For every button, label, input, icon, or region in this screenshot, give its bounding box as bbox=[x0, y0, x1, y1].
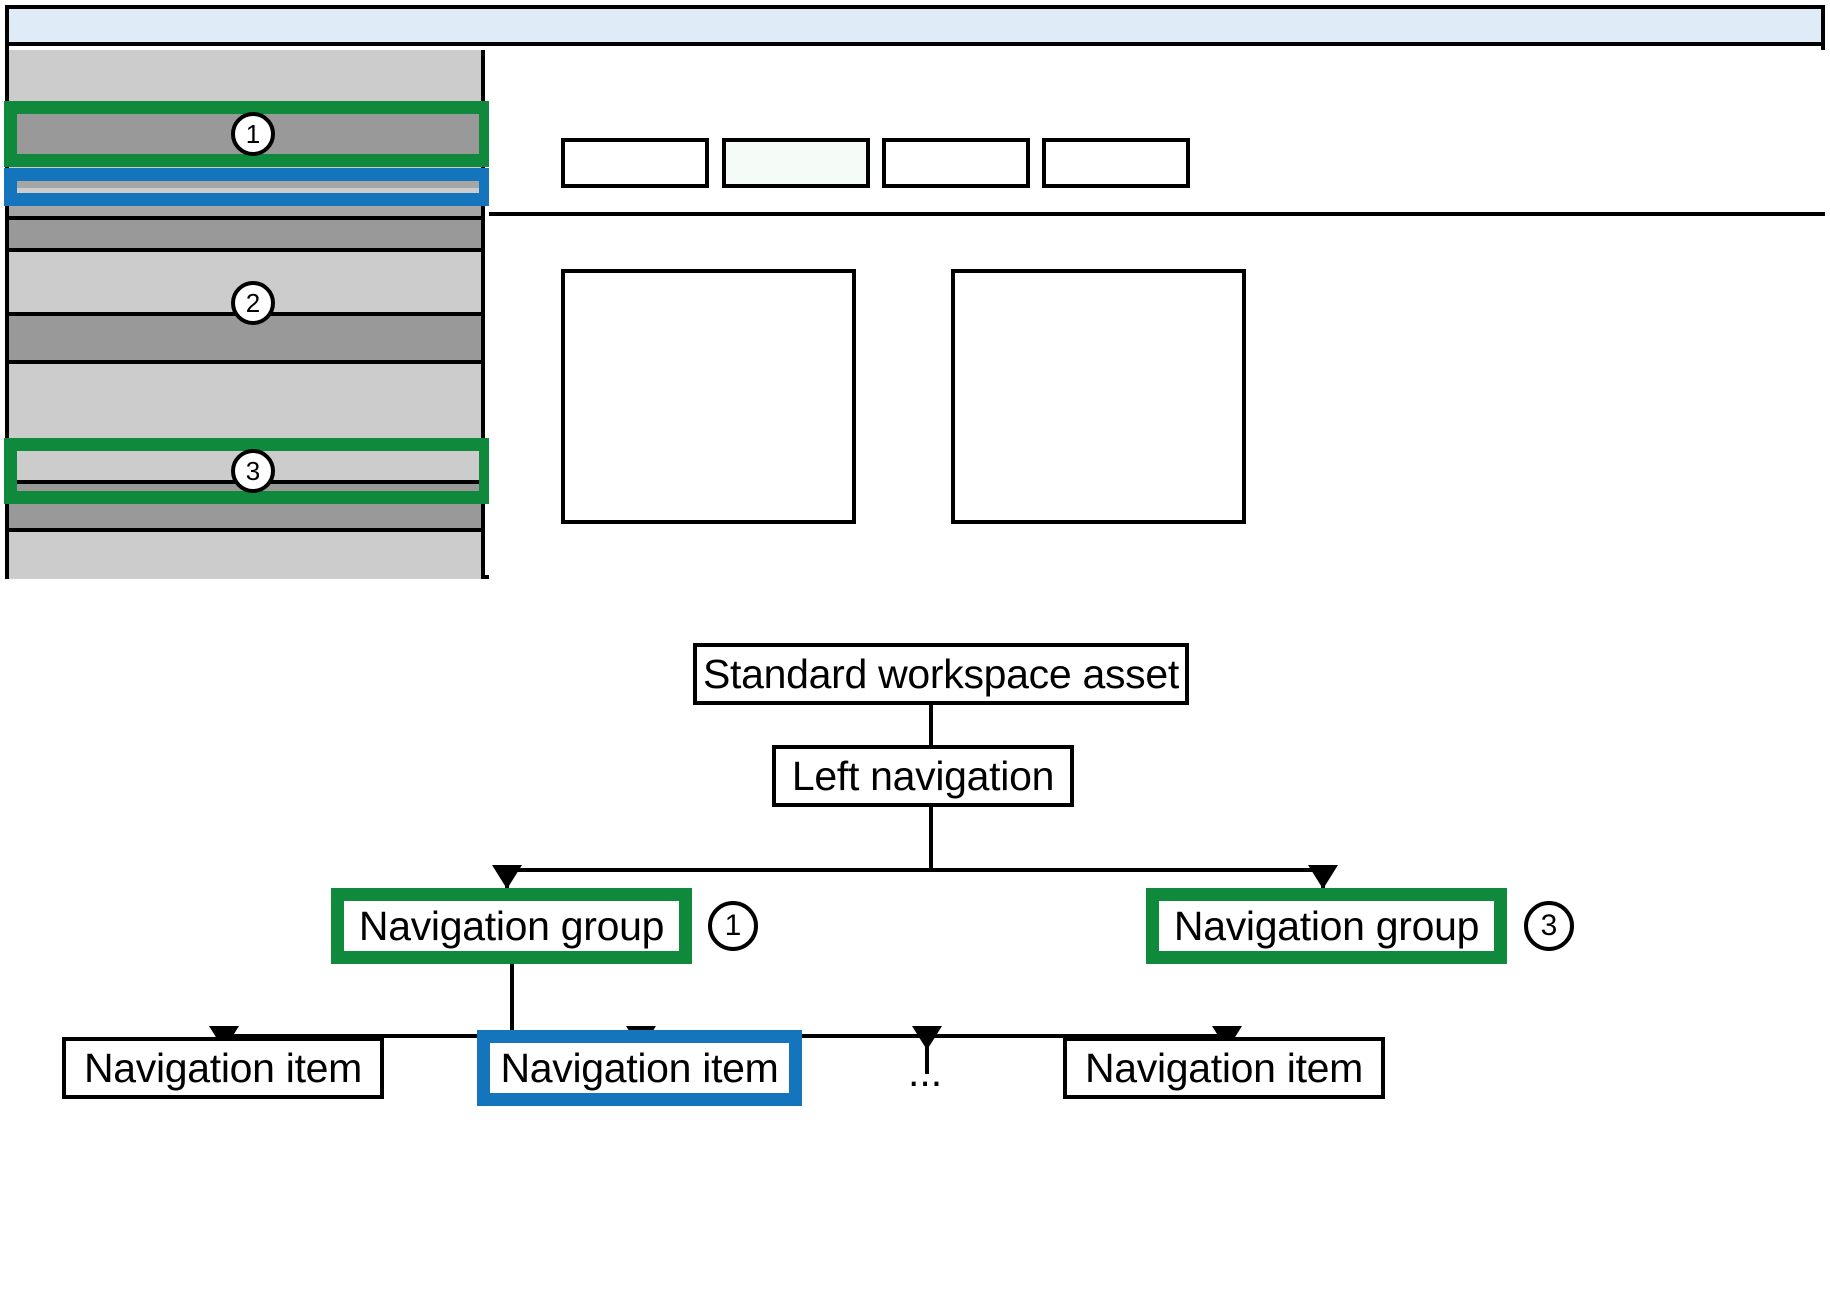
tree-node-navigation-item-3: Navigation item bbox=[1063, 1037, 1385, 1099]
tree-callout-marker-1: 1 bbox=[708, 901, 758, 951]
callout-marker-3: 3 bbox=[231, 449, 275, 493]
sidebar-nav-group-2-top[interactable] bbox=[9, 216, 481, 252]
workspace-wireframe: 1 2 3 bbox=[4, 5, 1825, 579]
highlight-nav-group-3 bbox=[4, 438, 492, 504]
tree-node-navigation-group-1: Navigation group bbox=[331, 888, 692, 964]
toolbar-box-1[interactable] bbox=[561, 138, 709, 188]
connector-item-3-drop bbox=[925, 1034, 929, 1074]
connector-group-1-down bbox=[510, 964, 514, 1036]
tree-node-navigation-group-2: Navigation group bbox=[1146, 888, 1507, 964]
connector-left-nav-down bbox=[929, 807, 933, 870]
highlight-nav-group-1 bbox=[4, 101, 492, 167]
tree-node-root: Standard workspace asset bbox=[693, 643, 1189, 705]
tree-callout-marker-3: 3 bbox=[1524, 901, 1574, 951]
title-bar bbox=[9, 9, 1821, 46]
arrow-to-group-2 bbox=[1308, 865, 1338, 889]
content-card-2[interactable] bbox=[951, 269, 1246, 524]
highlight-nav-item-selected bbox=[4, 168, 492, 206]
tree-node-ellipsis: ... bbox=[908, 1049, 943, 1095]
toolbar-box-3[interactable] bbox=[882, 138, 1030, 188]
tree-node-left-navigation: Left navigation bbox=[772, 745, 1074, 807]
content-card-1[interactable] bbox=[561, 269, 856, 524]
content-toolbar bbox=[489, 50, 1825, 216]
arrow-to-group-1 bbox=[492, 865, 522, 889]
toolbar-box-2[interactable] bbox=[722, 138, 870, 188]
connector-groups-bus bbox=[505, 868, 1325, 872]
toolbar-box-4[interactable] bbox=[1042, 138, 1190, 188]
arrow-to-item-3 bbox=[912, 1026, 942, 1050]
connector-root-to-left-nav bbox=[929, 705, 933, 775]
tree-node-navigation-item-selected: Navigation item bbox=[477, 1030, 802, 1106]
callout-marker-1: 1 bbox=[231, 112, 275, 156]
callout-marker-2: 2 bbox=[231, 281, 275, 325]
hierarchy-diagram: Standard workspace asset Left navigation… bbox=[0, 585, 1830, 1291]
content-area bbox=[489, 50, 1825, 579]
tree-node-navigation-item-1: Navigation item bbox=[62, 1037, 384, 1099]
